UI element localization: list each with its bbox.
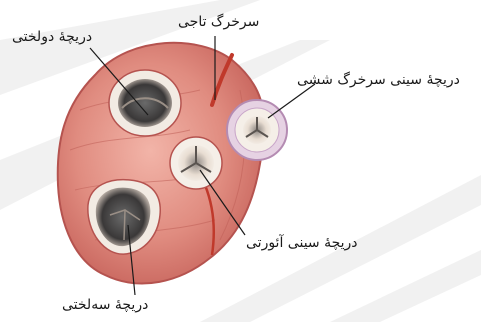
pulmonary-valve — [227, 100, 287, 160]
mitral-valve — [109, 70, 181, 136]
leader-pulmonary — [268, 84, 315, 118]
label-mitral-valve: دریچهٔ دولختی — [12, 30, 92, 44]
label-tricuspid-valve: دریچهٔ سه‌لختی — [62, 298, 148, 312]
aortic-valve — [170, 137, 222, 189]
label-aortic-valve: دریچهٔ سینی آئورتی — [246, 236, 358, 250]
label-pulmonary-valve: دریچهٔ سینی سرخرگ ششی — [297, 73, 460, 87]
label-coronary-artery: سرخرگ تاجی — [178, 15, 259, 29]
